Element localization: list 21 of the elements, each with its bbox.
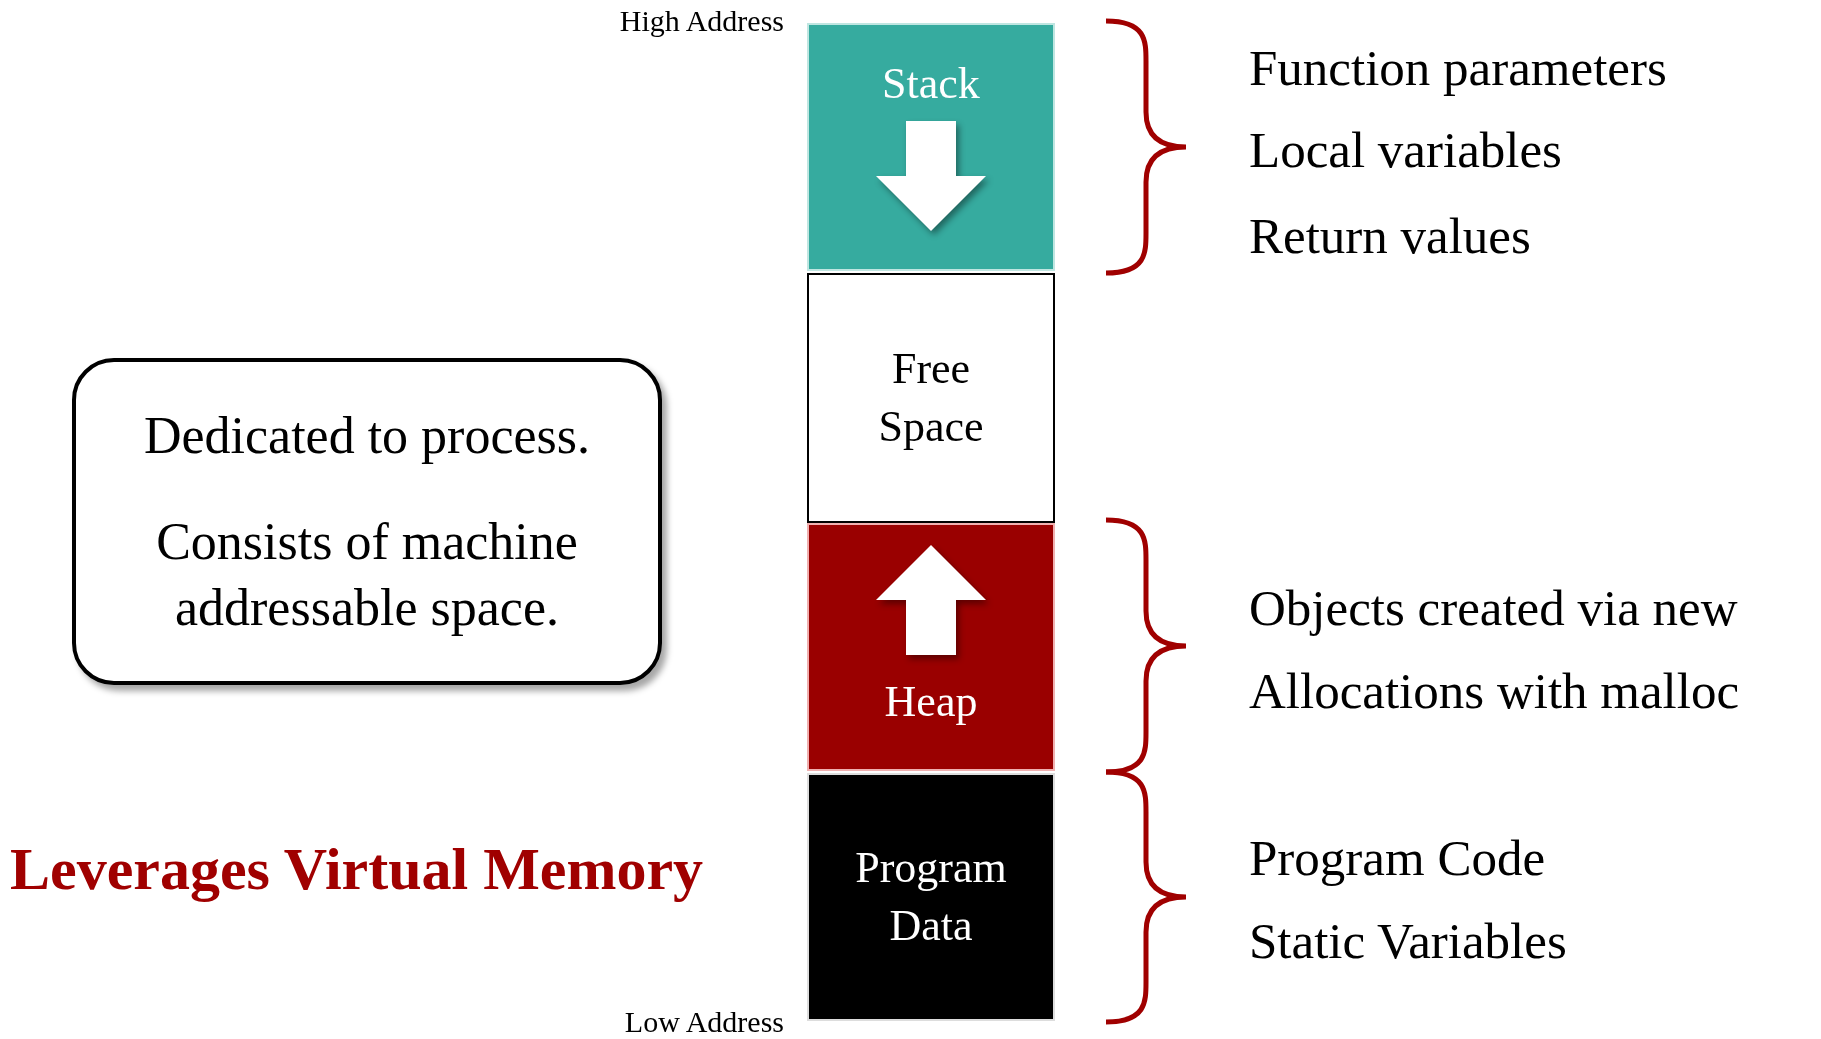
heap-contents-text: Objects created via new xyxy=(1249,580,1738,637)
stack-contents-text: Local variables xyxy=(1249,122,1562,179)
memory-segment xyxy=(807,523,1055,771)
note-text: Consists of machine addressable space. xyxy=(155,511,579,638)
heading-text: Leverages Virtual Memory xyxy=(10,836,704,902)
memory-segment xyxy=(807,23,1055,271)
note-text: Dedicated to process. xyxy=(143,405,591,466)
segment-label: Stack xyxy=(881,58,981,110)
segment-label: Heap xyxy=(883,676,979,728)
program-contents-text: Program Code xyxy=(1249,830,1546,887)
program-contents-text: Static Variables xyxy=(1249,913,1567,970)
memory-segment xyxy=(807,273,1055,523)
stack-contents-text: Return values xyxy=(1249,208,1531,265)
segment-label: Free Space xyxy=(877,343,985,453)
address-label: Low Address xyxy=(624,1005,784,1038)
stack-contents-text: Function parameters xyxy=(1249,40,1667,97)
heap-contents-text: Allocations with malloc xyxy=(1249,663,1740,720)
note-box xyxy=(72,358,662,685)
address-label: High Address xyxy=(619,4,784,37)
memory-segment xyxy=(807,773,1055,1021)
segment-label: Program Data xyxy=(854,842,1008,952)
